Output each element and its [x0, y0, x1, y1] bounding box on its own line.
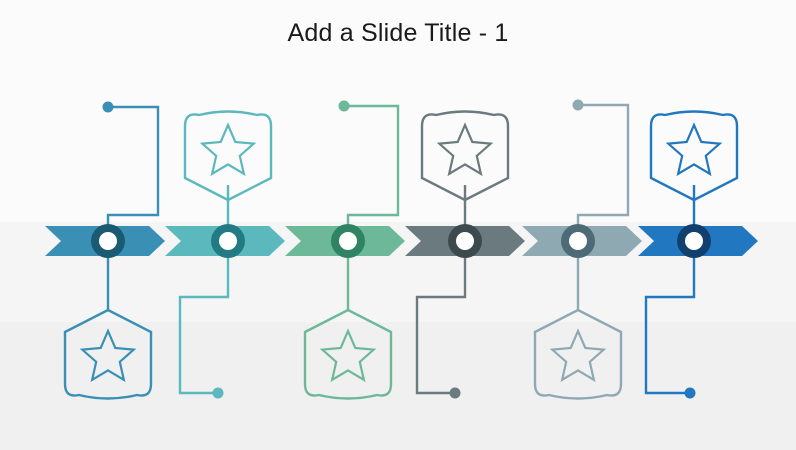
connector-dot-top	[572, 99, 584, 111]
badge-shield-bottom[interactable]	[303, 308, 393, 400]
connector-dot-bottom	[449, 387, 461, 399]
star-icon	[665, 122, 723, 177]
badge-shield-bottom[interactable]	[63, 308, 153, 400]
badge-shield-top[interactable]	[649, 110, 739, 202]
timeline-step-4	[405, 110, 525, 399]
timeline-step-2	[165, 110, 285, 399]
milestone-ring-center-3	[339, 232, 357, 250]
page-title: Add a Slide Title - 1	[287, 19, 509, 47]
timeline-step-1	[45, 101, 165, 400]
star-icon	[549, 328, 607, 383]
badge-shield-top[interactable]	[420, 110, 510, 202]
connector-top-bracket	[106, 105, 160, 227]
connector-bottom-bracket	[644, 255, 696, 395]
milestone-ring-center-1	[99, 232, 117, 250]
connector-dot-top	[102, 101, 114, 113]
milestone-ring-center-5	[569, 232, 587, 250]
connector-dot-top	[338, 100, 350, 112]
connector-dot-bottom	[212, 387, 224, 399]
timeline-step-6	[638, 110, 758, 399]
timeline-step-5	[522, 99, 642, 400]
background-band-bottom	[0, 322, 796, 450]
connector-bottom-bracket	[415, 255, 467, 395]
star-icon	[199, 122, 257, 177]
milestone-ring-center-4	[456, 232, 474, 250]
connector-top-bracket	[344, 104, 400, 227]
timeline-steps-group	[45, 99, 758, 400]
milestone-ring-center-6	[685, 232, 703, 250]
star-icon	[79, 328, 137, 383]
badge-shield-bottom[interactable]	[533, 308, 623, 400]
star-icon	[319, 328, 377, 383]
badge-shield-top[interactable]	[183, 110, 273, 202]
connector-dot-bottom	[684, 387, 696, 399]
connector-bottom-bracket	[178, 255, 230, 395]
star-icon	[436, 122, 494, 177]
timeline-step-3	[285, 100, 405, 400]
connector-top-bracket	[576, 103, 630, 227]
milestone-ring-center-2	[219, 232, 237, 250]
